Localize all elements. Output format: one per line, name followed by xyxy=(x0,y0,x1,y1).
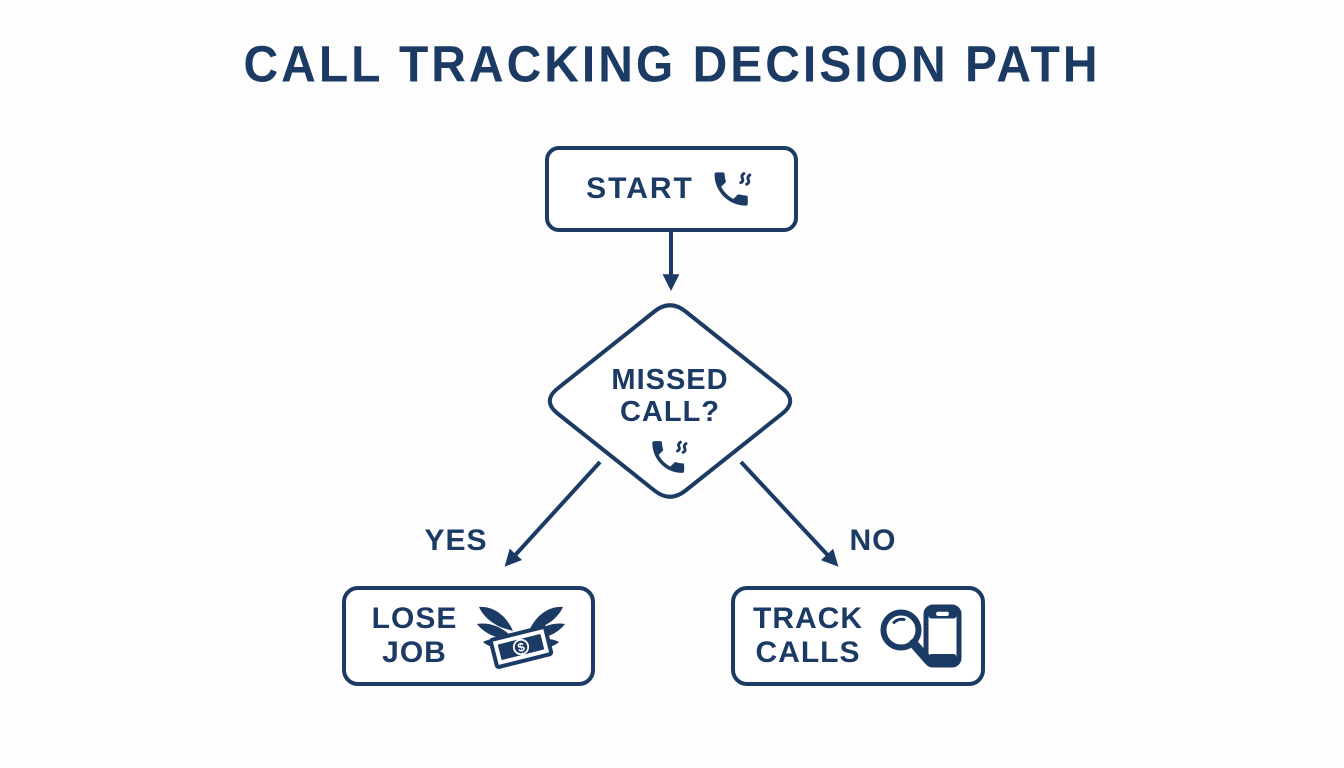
page-title: CALL TRACKING DECISION PATH xyxy=(243,37,1101,94)
yes-branch-label: YES xyxy=(424,524,488,557)
track-calls-label: TRACK CALLS xyxy=(753,601,863,670)
lose-job-node: LOSE JOB $ xyxy=(342,586,595,686)
ringing-phone-icon xyxy=(652,440,688,473)
arrow-decision-to-lose-job xyxy=(504,460,602,567)
no-branch-label: NO xyxy=(849,524,897,557)
lose-job-label: LOSE JOB xyxy=(371,601,458,670)
start-label: START xyxy=(586,172,694,205)
decision-diamond-shape xyxy=(547,303,793,499)
arrow-decision-to-track-calls xyxy=(739,460,839,567)
decision-node: MISSED CALL? xyxy=(575,364,765,479)
flying-money-icon: $ xyxy=(476,606,565,669)
dollar-sign: $ xyxy=(516,640,526,655)
phone-magnifier-icon xyxy=(880,604,962,668)
start-node: START xyxy=(545,146,798,232)
decision-label: MISSED CALL? xyxy=(611,364,729,429)
track-calls-node: TRACK CALLS xyxy=(731,586,985,686)
ringing-phone-icon xyxy=(714,172,752,206)
